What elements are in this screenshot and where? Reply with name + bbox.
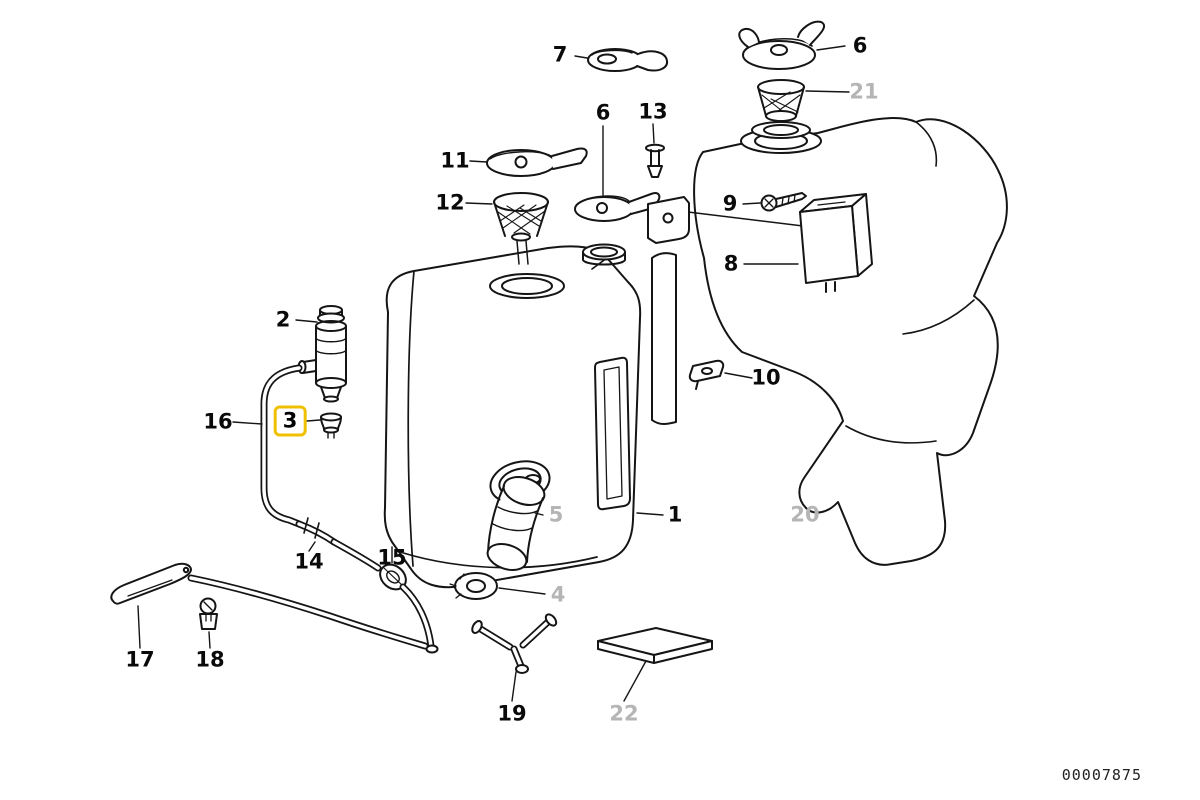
part-21-strainer: [751, 79, 811, 139]
part-6-cap-center: [574, 192, 661, 222]
part-label-6[interactable]: 6: [595, 100, 611, 125]
part-label-6[interactable]: 6: [852, 33, 868, 58]
part-17-nozzle: [110, 562, 192, 605]
part-6-cap-right: [738, 20, 826, 70]
mounting-bracket: [647, 196, 690, 244]
part-label-17[interactable]: 17: [125, 647, 155, 672]
part-label-2[interactable]: 2: [275, 307, 291, 332]
part-12-strainer: [493, 192, 549, 265]
part-label-18[interactable]: 18: [195, 647, 225, 672]
part-label-22[interactable]: 22: [609, 701, 639, 726]
part-label-11[interactable]: 11: [440, 148, 470, 173]
part-label-10[interactable]: 10: [751, 365, 781, 390]
part-label-8[interactable]: 8: [723, 251, 739, 276]
part-label-13[interactable]: 13: [638, 99, 668, 124]
part-11-cap: [486, 147, 588, 177]
part-label-1[interactable]: 1: [667, 502, 683, 527]
part-label-19[interactable]: 19: [497, 701, 527, 726]
part-16-hose: [260, 364, 303, 528]
part-7-cap: [587, 48, 669, 72]
part-22-plate: [597, 627, 713, 664]
part-label-9[interactable]: 9: [722, 191, 738, 216]
doc-number: 00007875: [1061, 766, 1142, 784]
part-label-14[interactable]: 14: [294, 549, 324, 574]
part-2-pump: [297, 305, 347, 403]
part-4-grommet: [449, 572, 498, 600]
part-13-rivet: [645, 143, 665, 178]
part-label-20[interactable]: 20: [790, 502, 820, 527]
part-19-y-connector: [471, 613, 558, 674]
part-10-clip: [688, 359, 725, 390]
tank-boss-neck: [582, 243, 626, 266]
part-label-16[interactable]: 16: [203, 409, 233, 434]
nozzle-hose: [187, 574, 429, 650]
part-5-pump: [486, 474, 546, 571]
hose-after-valve: [399, 583, 439, 654]
part-label-15[interactable]: 15: [377, 545, 407, 570]
part-8-relay: [799, 193, 873, 293]
leader-lines: [137, 45, 850, 702]
part-label-7[interactable]: 7: [552, 42, 568, 67]
part-label-4[interactable]: 4: [550, 582, 566, 607]
part-label-21[interactable]: 21: [849, 79, 879, 104]
part-label-12[interactable]: 12: [435, 190, 465, 215]
part-label-3[interactable]: 3: [273, 405, 307, 437]
part-9-screw: [760, 192, 807, 212]
part-label-5[interactable]: 5: [548, 502, 564, 527]
part-18-clip: [199, 597, 218, 630]
part-3-grommet: [320, 412, 342, 439]
hose-to-valve: [330, 538, 382, 572]
